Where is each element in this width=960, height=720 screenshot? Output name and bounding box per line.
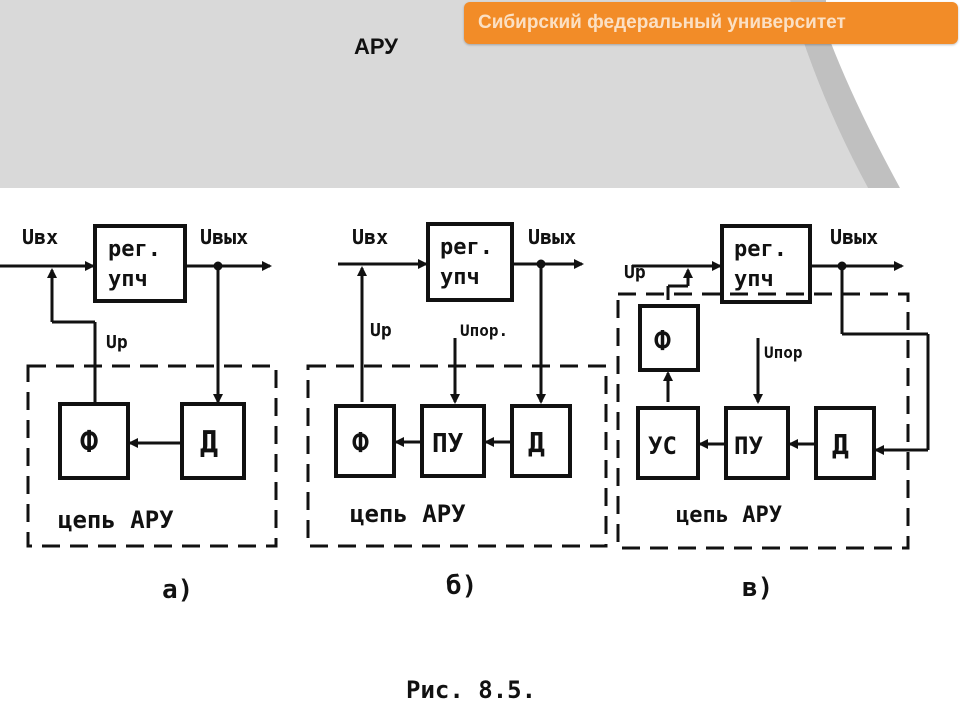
dc-amp-label-c: УС <box>648 432 677 460</box>
header-decoration <box>790 0 960 188</box>
input-label-b: Uвх <box>352 225 388 249</box>
input-label-a: Uвх <box>22 225 58 249</box>
detector-label-a: Д <box>200 425 218 460</box>
detector-label-c: Д <box>832 428 849 461</box>
university-banner: Сибирский федеральный университет <box>464 2 958 44</box>
chain-label-a: цепь АРУ <box>58 506 174 534</box>
amp-block-b <box>426 222 514 302</box>
chain-box-b <box>306 364 608 548</box>
filter-label-c: Ф <box>654 324 671 357</box>
panel-c <box>616 224 930 550</box>
chain-box-c <box>616 292 910 550</box>
threshold-device-label-c: ПУ <box>734 432 763 460</box>
amp-label-line2-b: упч <box>440 265 480 290</box>
figure-caption: Рис. 8.5. <box>406 676 536 704</box>
chain-box-a <box>26 364 278 548</box>
amp-label-line1-b: рег. <box>440 235 493 260</box>
output-label-a: Uвых <box>200 225 248 249</box>
filter-block-c <box>638 304 700 372</box>
output-label-c: Uвых <box>830 225 878 249</box>
threshold-voltage-label-c: Uпор <box>764 343 803 362</box>
threshold-voltage-label-b: Uпор. <box>460 321 508 340</box>
amp-label-line2-a: упч <box>108 267 148 292</box>
amp-label-line1-a: рег. <box>108 237 161 262</box>
detector-block-a <box>180 402 246 480</box>
agc-diagrams: Uвх Uвых рег. упч Uр Ф Д цепь АРУ а) Uвх… <box>0 222 930 704</box>
filter-label-a: Ф <box>80 425 98 460</box>
amp-block-c <box>720 224 812 304</box>
threshold-device-label-b: ПУ <box>432 429 464 459</box>
slide-header: Сибирский федеральный университет АРУ <box>0 0 960 188</box>
panel-label-b: б) <box>446 571 477 601</box>
detector-label-b: Д <box>528 426 545 459</box>
panel-b <box>306 222 608 548</box>
filter-label-b: Ф <box>352 426 369 459</box>
panel-label-c: в) <box>742 573 773 603</box>
amp-label-line1-c: рег. <box>734 237 787 262</box>
regulating-voltage-label-a: Uр <box>106 332 128 353</box>
slide-title: АРУ <box>354 34 398 59</box>
regulating-voltage-label-c: Uр <box>624 262 646 283</box>
output-label-b: Uвых <box>528 225 576 249</box>
amp-block-a <box>93 224 187 303</box>
amp-label-line2-c: упч <box>734 267 774 292</box>
panel-a <box>0 224 278 548</box>
chain-label-b: цепь АРУ <box>350 500 466 528</box>
chain-label-c: цепь АРУ <box>676 503 782 528</box>
regulating-voltage-label-b: Uр <box>370 320 392 341</box>
panel-label-a: а) <box>162 575 193 605</box>
